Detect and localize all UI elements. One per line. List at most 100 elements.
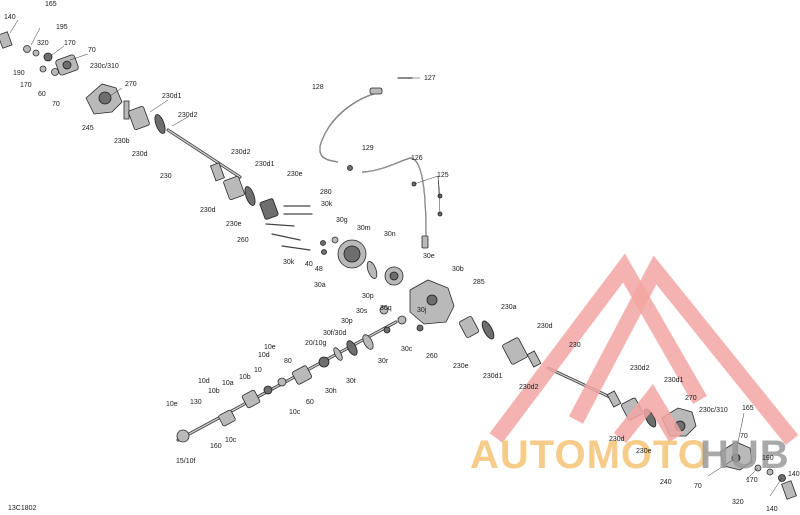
part-label: 60 xyxy=(38,91,46,98)
part-label: 230d1 xyxy=(664,377,684,384)
part-label: 10e xyxy=(264,344,276,351)
part-label: 230c/310 xyxy=(90,63,119,70)
part-label: 165 xyxy=(742,405,754,412)
part-label: 48 xyxy=(315,266,323,273)
part-label: 280 xyxy=(320,189,332,196)
part-label: 230e xyxy=(636,448,652,455)
part-label: 126 xyxy=(411,155,423,162)
part-label: 230 xyxy=(160,173,172,180)
part-label: 70 xyxy=(88,47,96,54)
part-label: 10c xyxy=(225,437,237,444)
part-label: 30r xyxy=(378,358,389,365)
part-label: 30c xyxy=(401,346,413,353)
part-label: 320 xyxy=(37,40,49,47)
part-label: 230d2 xyxy=(630,365,650,372)
watermark-logo: AUTOMOTO HUB xyxy=(470,253,799,477)
part-label: 230d xyxy=(609,436,625,443)
watermark-text-hub: HUB xyxy=(700,433,790,477)
part-label: 30p xyxy=(362,293,374,300)
cables xyxy=(319,77,443,249)
part-label: 230e xyxy=(453,363,469,370)
part-label: 160 xyxy=(210,443,222,450)
part-label: 30k xyxy=(283,259,295,266)
part-label: 320 xyxy=(732,499,744,506)
part-label: 230 xyxy=(569,342,581,349)
part-label: 230d2 xyxy=(178,112,198,119)
part-label: 270 xyxy=(125,81,137,88)
part-label: 10 xyxy=(254,367,262,374)
part-label: 129 xyxy=(362,145,374,152)
part-label: 30t xyxy=(346,378,356,385)
part-label: 230e xyxy=(226,221,242,228)
leader-lines xyxy=(9,19,783,497)
upper-left-assembly xyxy=(0,31,279,220)
part-label: 10e xyxy=(166,401,178,408)
part-label: 190 xyxy=(762,455,774,462)
part-label: 125 xyxy=(437,172,449,179)
part-label: 230d1 xyxy=(483,373,503,380)
part-label: 30g xyxy=(336,217,348,224)
part-label: 230d1 xyxy=(162,93,182,100)
part-label: 70 xyxy=(740,433,748,440)
part-label: 190 xyxy=(13,70,25,77)
part-label: 30e xyxy=(423,253,435,260)
part-label: 130 xyxy=(190,399,202,406)
part-label: 30f/30d xyxy=(323,330,346,337)
part-label: 10b xyxy=(208,388,220,395)
part-label: 30b xyxy=(452,266,464,273)
part-label: 170 xyxy=(64,40,76,47)
diagram-code: 13C1802 xyxy=(8,505,37,512)
part-label: 260 xyxy=(237,237,249,244)
part-label: 195 xyxy=(56,24,68,31)
part-label: 260 xyxy=(426,353,438,360)
part-label: 170 xyxy=(20,82,32,89)
part-label: 245 xyxy=(82,125,94,132)
bolt-set-upper xyxy=(265,205,313,251)
part-label: 230d xyxy=(132,151,148,158)
part-label: 30k xyxy=(321,201,333,208)
part-label: 30j xyxy=(417,307,427,314)
watermark-text-automoto: AUTOMOTO xyxy=(470,433,710,477)
part-label: 230d xyxy=(537,323,553,330)
part-label: 80 xyxy=(284,358,292,365)
part-label: 230c/310 xyxy=(699,407,728,414)
part-label: 30s xyxy=(356,308,368,315)
part-label: 230d2 xyxy=(231,149,251,156)
part-label: 127 xyxy=(424,75,436,82)
part-label: 170 xyxy=(746,477,758,484)
part-label: 10d xyxy=(198,378,210,385)
part-label: 70 xyxy=(52,101,60,108)
part-label: 30n xyxy=(384,231,396,238)
part-label: 30m xyxy=(357,225,371,232)
part-label: 10a xyxy=(222,380,234,387)
part-label: 285 xyxy=(473,279,485,286)
part-label: 40 xyxy=(305,261,313,268)
part-label: 10b xyxy=(239,374,251,381)
part-labels: 165 140 195 320 170 70 230c/310 190 60 1… xyxy=(4,1,800,513)
part-label: 240 xyxy=(660,479,672,486)
part-label: 230a xyxy=(501,304,517,311)
part-label: 30p xyxy=(341,318,353,325)
part-label: 30h xyxy=(325,388,337,395)
part-label: 140 xyxy=(4,14,16,21)
part-label: 230b xyxy=(114,138,130,145)
part-label: 30a xyxy=(314,282,326,289)
part-label: 70 xyxy=(694,483,702,490)
part-label: 30q xyxy=(380,305,392,312)
part-label: 140 xyxy=(788,471,800,478)
part-label: 230d xyxy=(200,207,216,214)
part-label: 60 xyxy=(306,399,314,406)
part-label: 10c xyxy=(289,409,301,416)
part-label: 15/10f xyxy=(176,458,196,465)
part-label: 230d2 xyxy=(519,384,539,391)
part-label: 270 xyxy=(685,395,697,402)
part-label: 20/10g xyxy=(305,340,327,347)
lower-driveshaft-assembly xyxy=(176,320,398,443)
part-label: 128 xyxy=(312,84,324,91)
part-label: 230e xyxy=(287,171,303,178)
center-housing xyxy=(320,236,455,332)
part-label: 10d xyxy=(258,352,270,359)
part-label: 230d1 xyxy=(255,161,275,168)
